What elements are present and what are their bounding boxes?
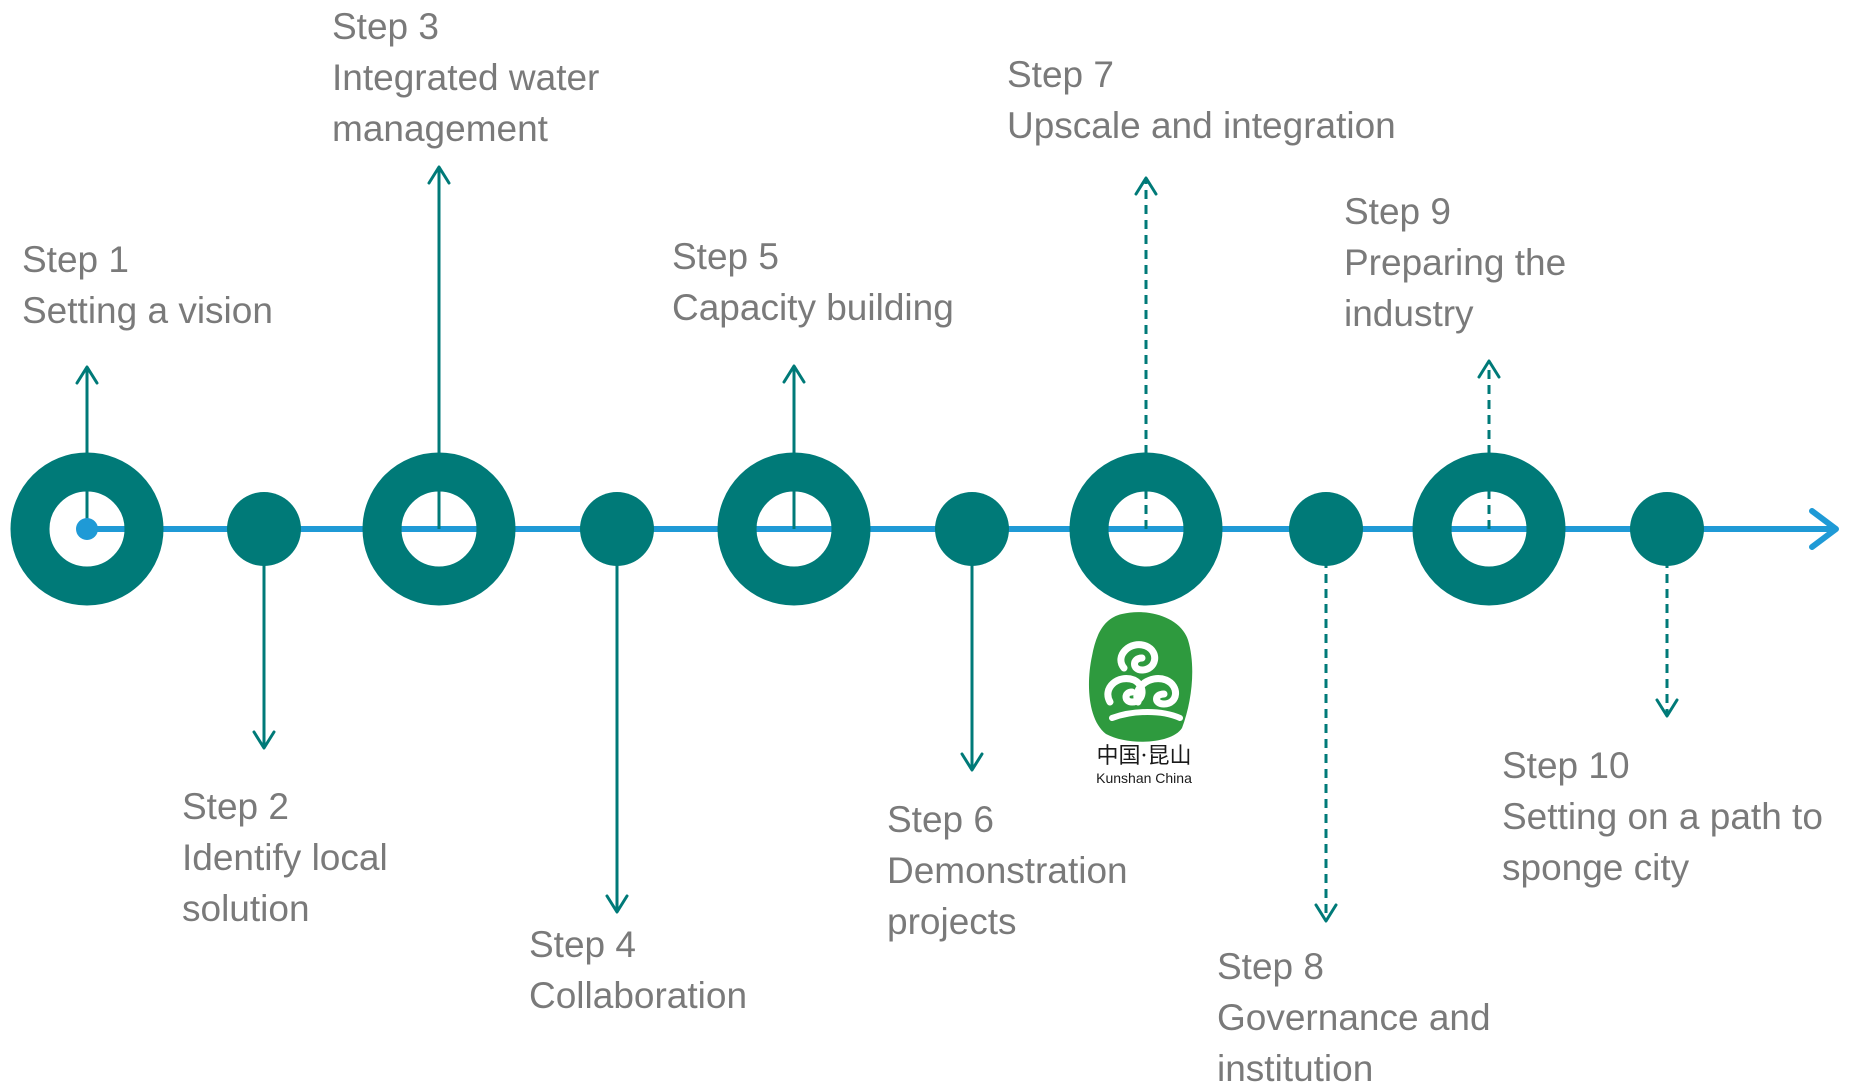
step-7-arrowhead — [1134, 176, 1158, 196]
logo-english-text: Kunshan China — [1096, 770, 1192, 786]
step-7-title: Upscale and integration — [1007, 105, 1396, 146]
step-6-arrowhead — [960, 752, 984, 772]
step-2-title-line-1: Identify local — [182, 837, 388, 878]
step-8-title-line-1: Governance and — [1217, 997, 1491, 1038]
step-7-number: Step 7 — [1007, 54, 1114, 95]
step-1-arrowhead — [75, 365, 99, 385]
step-6-title-line-1: Demonstration — [887, 850, 1128, 891]
step-8-arrowhead — [1314, 903, 1338, 923]
step-1-title: Setting a vision — [22, 290, 273, 331]
step-10-title-line-1: Setting on a path to — [1502, 796, 1823, 837]
step-2-number: Step 2 — [182, 786, 289, 827]
step-5-number: Step 5 — [672, 236, 779, 277]
step-10-label: Step 10 Setting on a path to sponge city — [1502, 740, 1823, 893]
step-2-title-line-2: solution — [182, 888, 310, 929]
step-7-ring-marker — [1069, 452, 1223, 606]
step-1-label: Step 1 Setting a vision — [22, 234, 273, 336]
step-1-number: Step 1 — [22, 239, 129, 280]
step-10-arrowhead — [1655, 698, 1679, 718]
step-9-title-line-1: Preparing the — [1344, 242, 1567, 283]
step-6-number: Step 6 — [887, 799, 994, 840]
step-6-label: Step 6 Demonstration projects — [887, 794, 1128, 947]
step-4-title: Collaboration — [529, 975, 748, 1016]
step-3-number: Step 3 — [332, 6, 439, 47]
timeline-arrowhead — [1809, 508, 1839, 550]
step-9-number: Step 9 — [1344, 191, 1451, 232]
step-2-label: Step 2 Identify local solution — [182, 781, 388, 934]
step-5-title: Capacity building — [672, 287, 954, 328]
step-9-arrowhead — [1477, 359, 1501, 379]
step-3-title-line-2: management — [332, 108, 548, 149]
step-10-number: Step 10 — [1502, 745, 1630, 786]
step-4-label: Step 4 Collaboration — [529, 919, 747, 1021]
step-9-title-line-2: industry — [1344, 293, 1474, 334]
logo-chinese-text: 中国·昆山 — [1096, 744, 1192, 769]
kunshan-logo: 中国·昆山 Kunshan China — [1084, 610, 1204, 790]
step-4-arrowhead — [605, 894, 629, 914]
kunshan-seal-icon — [1088, 612, 1193, 742]
timeline-start-point — [76, 518, 98, 540]
step-9-ring-marker — [1412, 452, 1566, 606]
step-3-arrowhead — [427, 165, 451, 185]
step-8-label: Step 8 Governance and institution — [1217, 941, 1491, 1091]
step-7-label: Step 7 Upscale and integration — [1007, 49, 1396, 151]
step-8-number: Step 8 — [1217, 946, 1324, 987]
step-6-title-line-2: projects — [887, 901, 1017, 942]
step-2-arrowhead — [252, 730, 276, 750]
step-5-arrowhead — [782, 364, 806, 384]
step-5-label: Step 5 Capacity building — [672, 231, 954, 333]
step-3-title-line-1: Integrated water — [332, 57, 600, 98]
step-10-title-line-2: sponge city — [1502, 847, 1690, 888]
step-8-title-line-2: institution — [1217, 1048, 1374, 1089]
step-3-label: Step 3 Integrated water management — [332, 1, 599, 154]
step-4-number: Step 4 — [529, 924, 636, 965]
step-9-label: Step 9 Preparing the industry — [1344, 186, 1566, 339]
